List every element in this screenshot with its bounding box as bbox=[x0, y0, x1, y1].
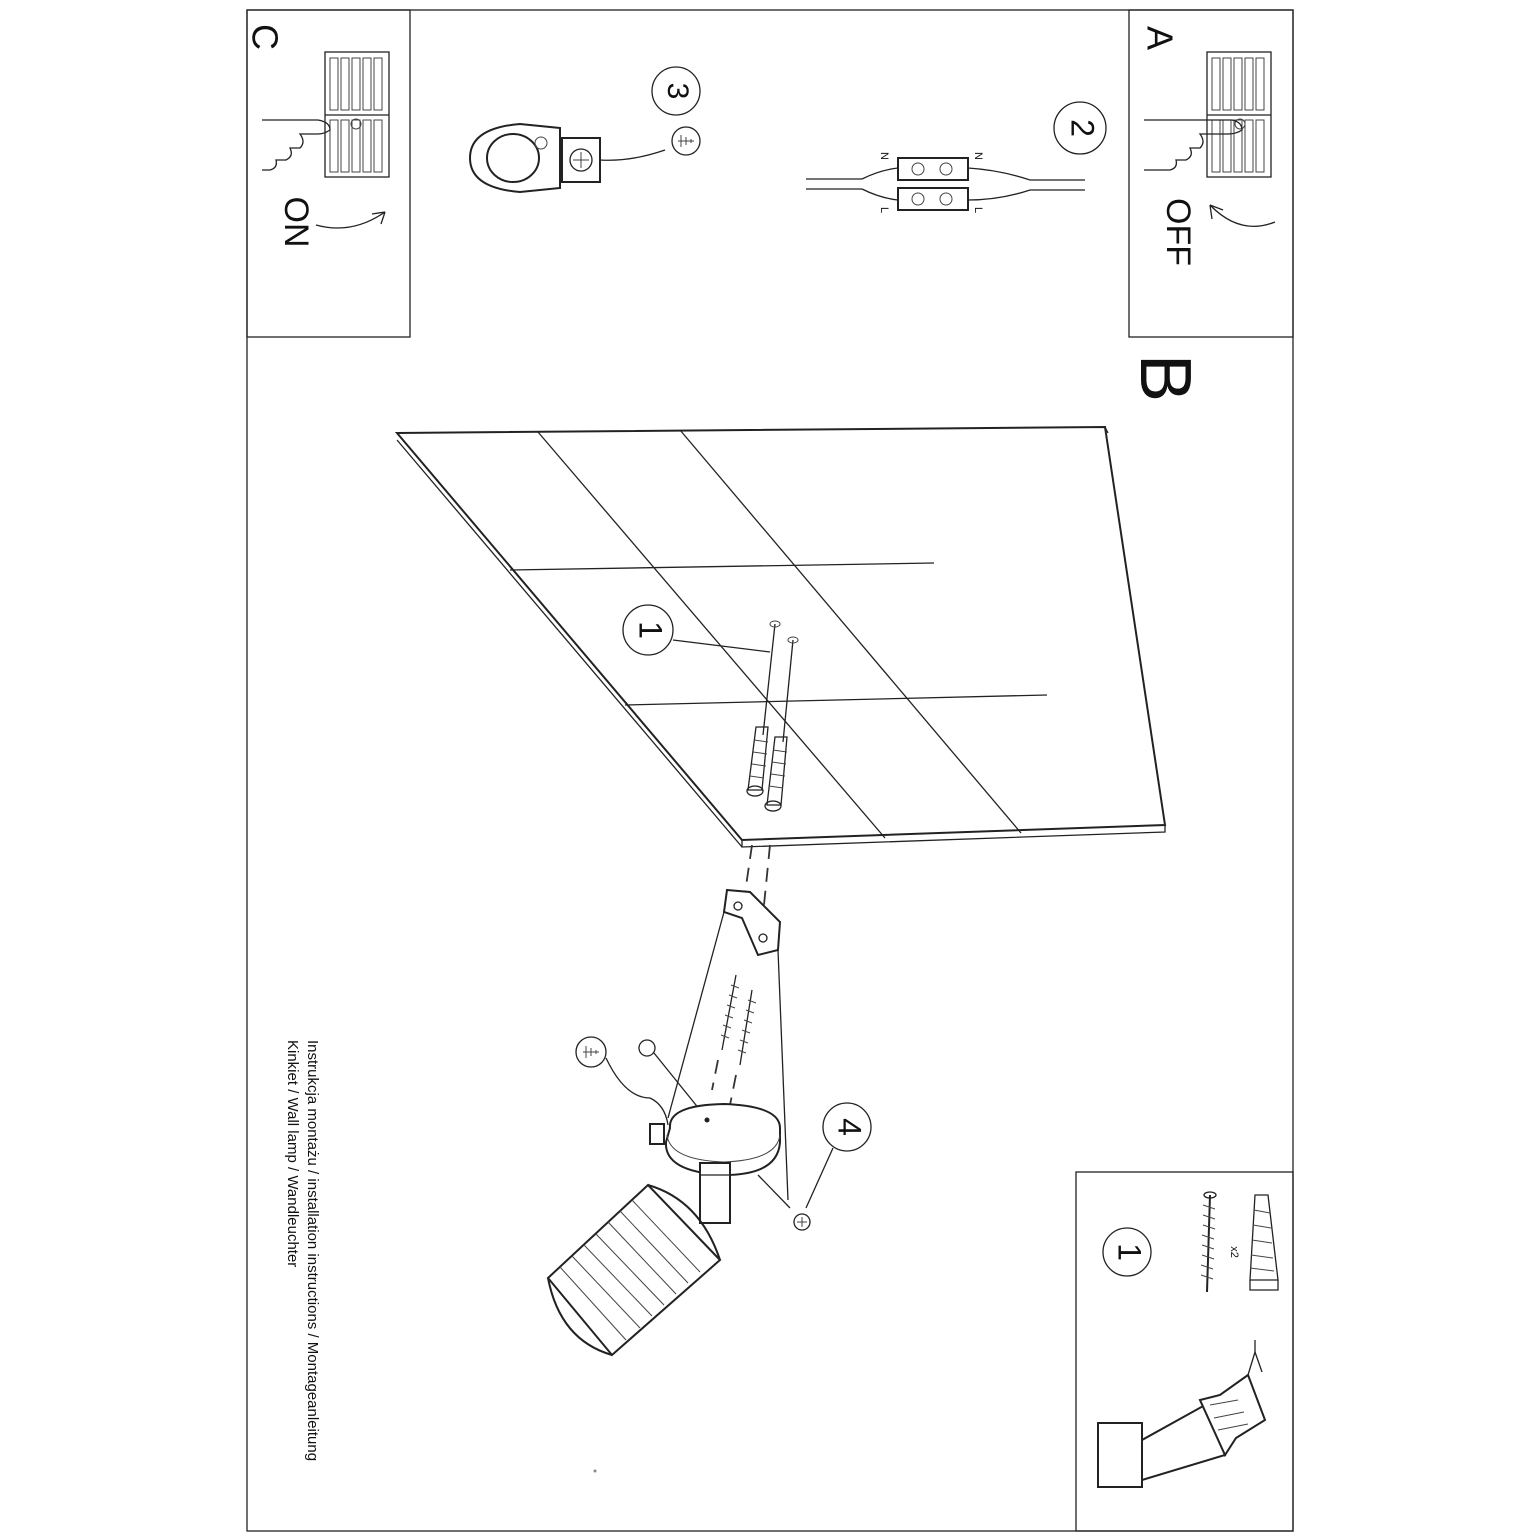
terminal-mark-n-right: N bbox=[972, 152, 984, 160]
drill-icon bbox=[1097, 1340, 1267, 1488]
terminal-mark-n-left: N bbox=[878, 152, 890, 160]
fuse-box-icon bbox=[1206, 51, 1272, 178]
earth-wire bbox=[605, 1057, 669, 1126]
fuse-box-icon bbox=[324, 51, 390, 178]
fixing-screw-icon bbox=[793, 1213, 811, 1231]
step-1-number: 1 bbox=[633, 621, 669, 639]
wall-lamp-assembly: 4 bbox=[546, 888, 872, 1357]
lamp-bracket-icon bbox=[722, 888, 782, 957]
kit-panel-frame bbox=[1075, 1171, 1294, 1532]
panel-c-letter: C bbox=[244, 24, 285, 50]
step-2-badge bbox=[1053, 101, 1107, 155]
ceiling-grid bbox=[394, 425, 1167, 848]
step-2-number: 2 bbox=[1065, 119, 1101, 137]
step-3-earth-connection: 3 bbox=[468, 66, 701, 194]
wall-plug-icon bbox=[766, 736, 788, 806]
caption-line-1: Instrukcja montażu / installation instru… bbox=[304, 1040, 321, 1461]
cable-right bbox=[1030, 179, 1085, 191]
mounting-bracket-icon bbox=[468, 122, 561, 194]
panel-c: C ON bbox=[244, 9, 411, 338]
earth-screw-icon bbox=[638, 1039, 656, 1057]
cable-left bbox=[806, 178, 862, 190]
bracket-screw-icon bbox=[721, 974, 737, 1051]
wall-plug-icon bbox=[747, 726, 769, 791]
hand-icon bbox=[1144, 119, 1243, 171]
step-2-wire-connection: 2 N N L L bbox=[806, 101, 1107, 213]
earth-symbol-icon bbox=[671, 126, 701, 156]
kit-wall-plug-icon bbox=[1249, 1194, 1279, 1291]
kit-step-number: 1 bbox=[1112, 1243, 1148, 1261]
kit-quantity: x2 bbox=[1228, 1246, 1240, 1258]
panel-a-letter: A bbox=[1139, 26, 1180, 50]
caption-line-2: Kinkiet / Wall lamp / Wandleuchter bbox=[284, 1040, 301, 1267]
earth-symbol-icon bbox=[575, 1036, 607, 1068]
terminal-mark-l-left: L bbox=[878, 207, 890, 213]
step-4-badge bbox=[822, 1102, 872, 1152]
stray-mark bbox=[593, 1469, 597, 1473]
step-3-number: 3 bbox=[661, 83, 694, 100]
panel-c-state: ON bbox=[277, 197, 315, 248]
step-1-badge bbox=[622, 604, 674, 656]
hand-icon bbox=[262, 119, 331, 171]
bracket-screw-icon bbox=[739, 989, 753, 1066]
step-3-badge bbox=[651, 66, 701, 116]
screw-icon bbox=[762, 623, 776, 736]
panel-a-state: OFF bbox=[1159, 198, 1197, 266]
panel-b-letter: B bbox=[1125, 354, 1205, 402]
kit-step-badge bbox=[1102, 1227, 1152, 1277]
curved-arrow-icon bbox=[315, 211, 386, 229]
lamp-shade-icon bbox=[546, 1183, 722, 1357]
lamp-arm-icon bbox=[699, 1162, 731, 1224]
connector-block-l bbox=[897, 187, 969, 211]
connector-block-n bbox=[897, 157, 969, 181]
panel-a-frame bbox=[1128, 9, 1294, 338]
terminal-mark-l-right: L bbox=[972, 207, 984, 213]
screw-icon bbox=[782, 639, 794, 743]
curved-arrow-icon bbox=[1209, 204, 1276, 227]
lamp-canopy-icon bbox=[664, 1102, 781, 1177]
panel-c-frame bbox=[246, 9, 411, 338]
step-1-mounting-screws: 1 bbox=[622, 604, 799, 926]
panel-a: A OFF bbox=[1128, 9, 1294, 338]
ceiling-outline bbox=[394, 425, 1167, 842]
kit-screw-icon bbox=[1200, 1191, 1217, 1293]
step-4-number: 4 bbox=[832, 1118, 868, 1136]
kit-panel: 1 x2 bbox=[1075, 1171, 1294, 1532]
sheet-frame bbox=[246, 9, 1294, 1532]
